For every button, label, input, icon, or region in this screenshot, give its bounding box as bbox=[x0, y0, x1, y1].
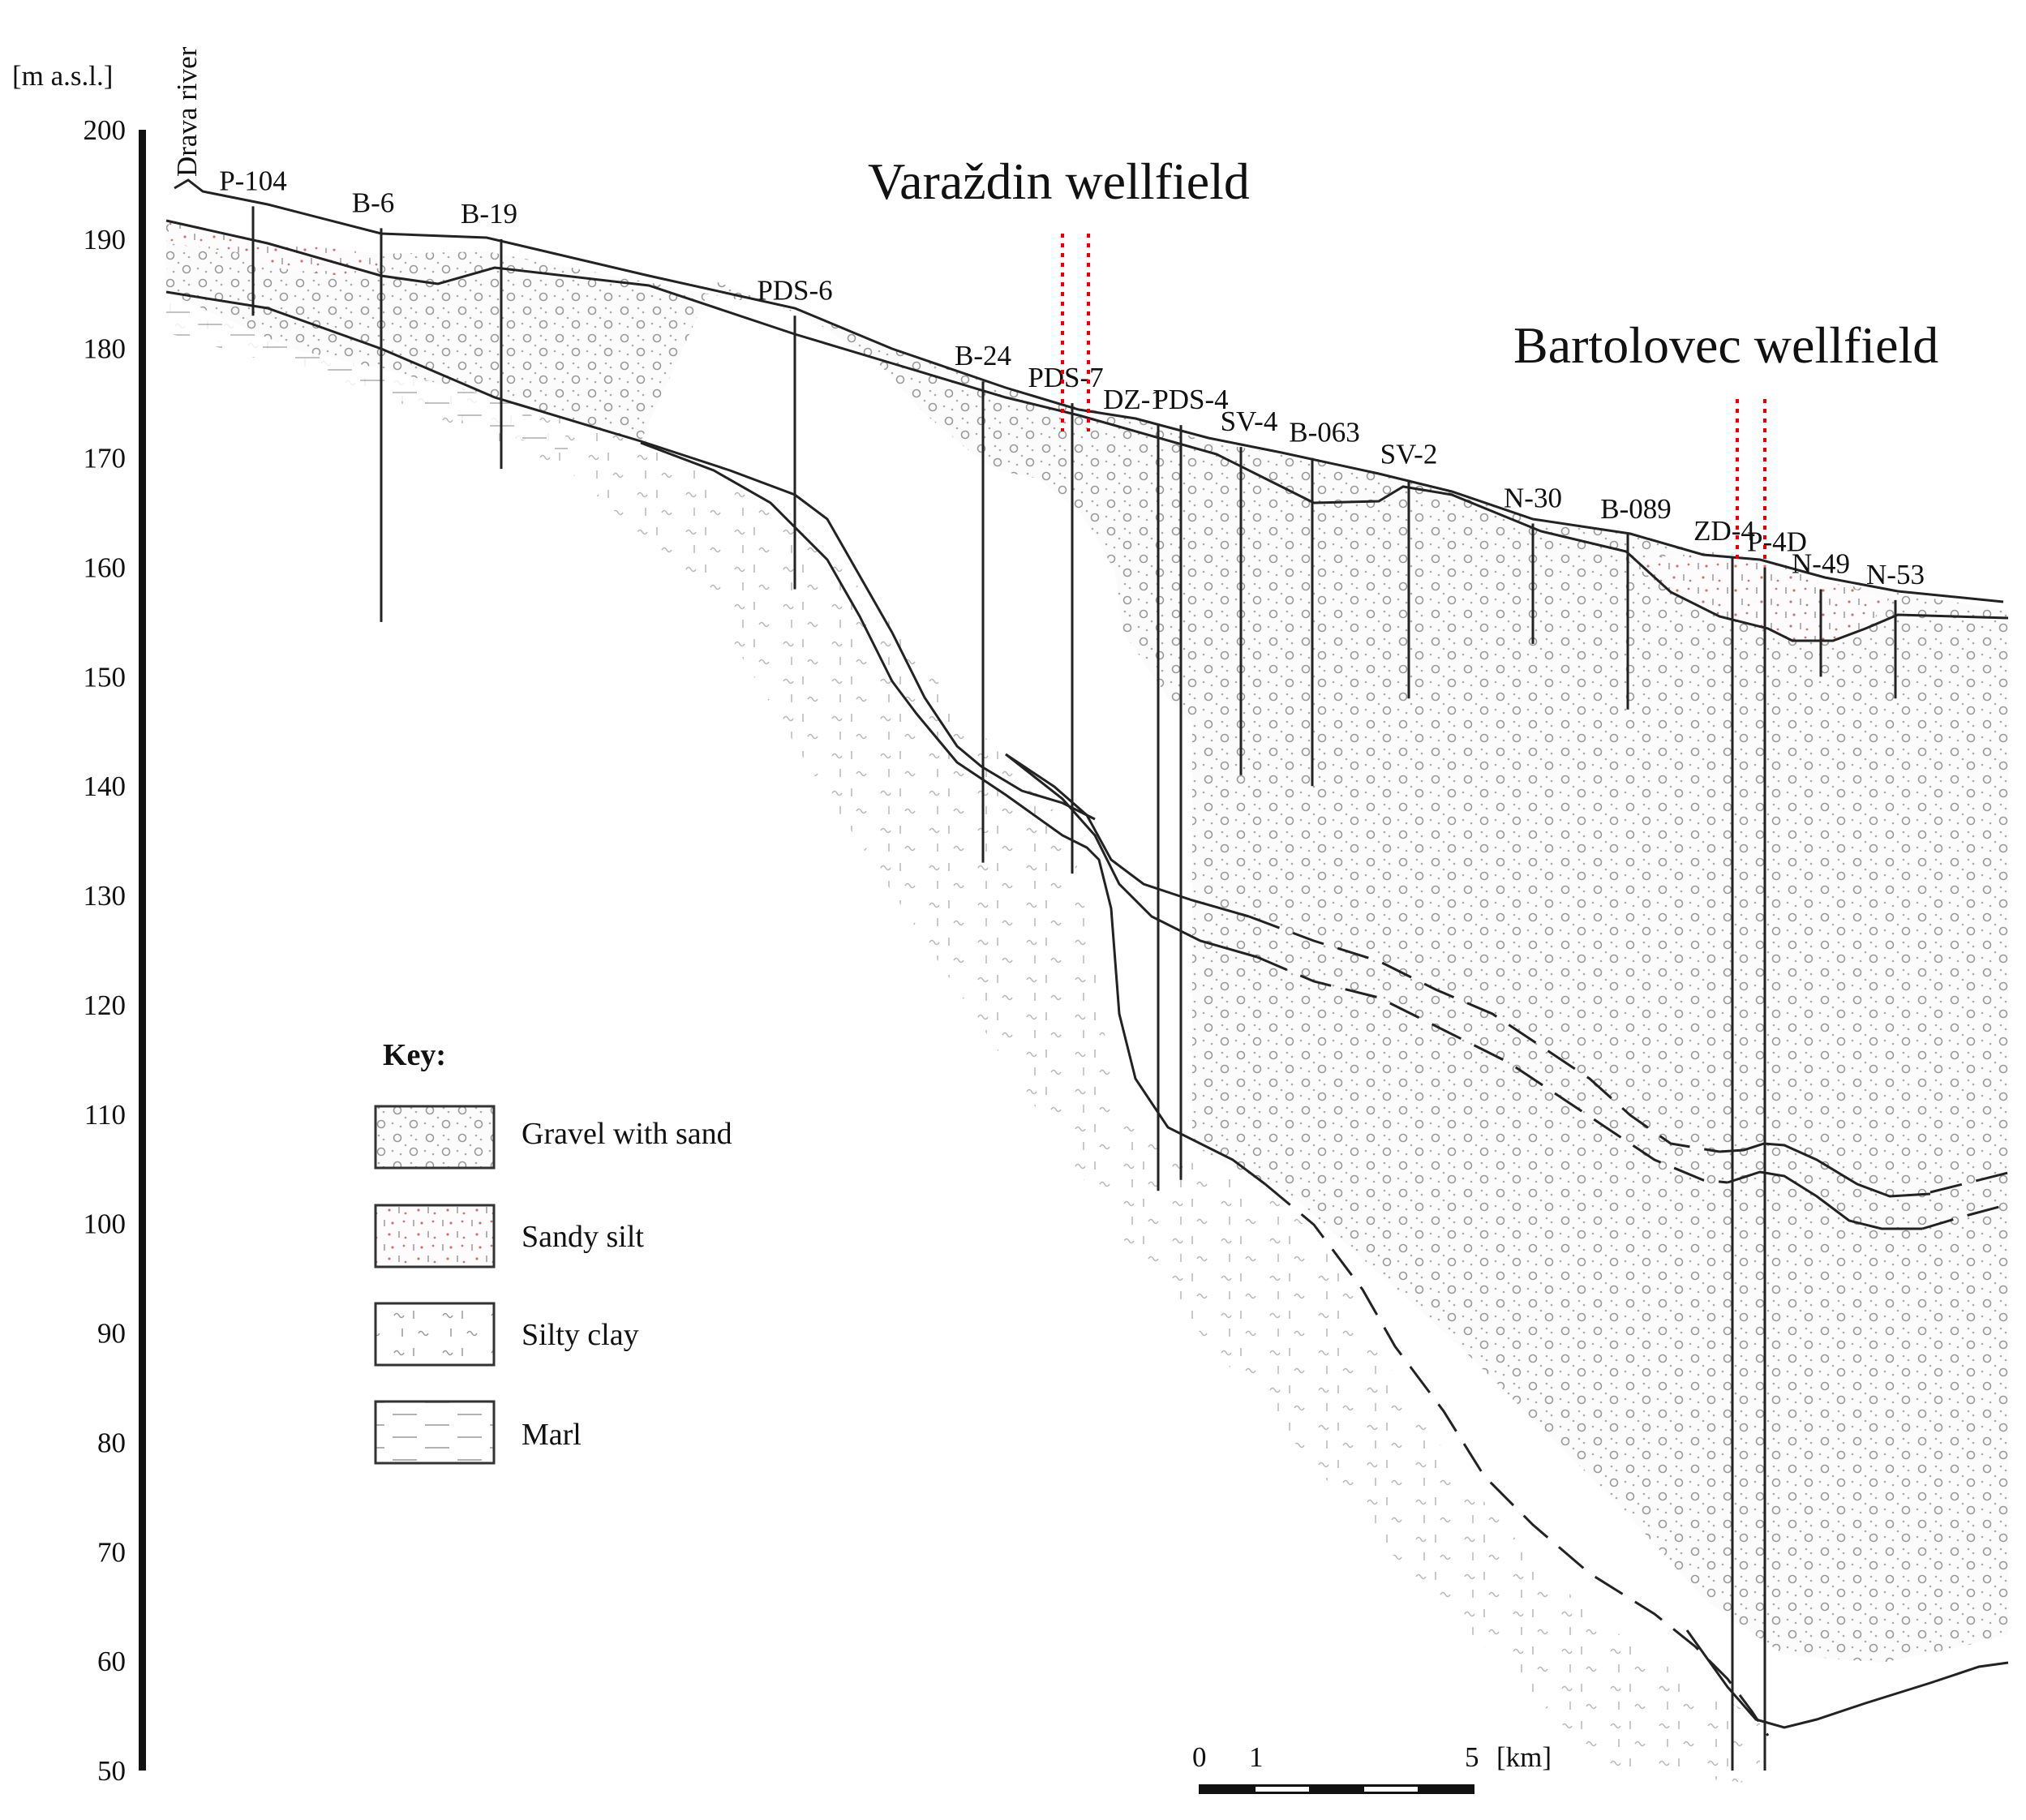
well-label: PDS-4 bbox=[1153, 384, 1228, 415]
well-label: PDS-6 bbox=[757, 274, 832, 306]
axis-tick-label: 80 bbox=[97, 1427, 126, 1458]
varazdin-wellfield-marker bbox=[1061, 234, 1090, 431]
well-label: SV-4 bbox=[1221, 406, 1278, 437]
legend-swatch-silty-clay bbox=[374, 1302, 496, 1367]
well-label: B-063 bbox=[1289, 417, 1360, 449]
scale-bar-segment bbox=[1364, 1787, 1418, 1792]
legend-swatch-marl bbox=[374, 1400, 496, 1465]
well-label: DZ-1 bbox=[1103, 384, 1165, 415]
elevation-axis: 200 190 180 170 160 150 140 130 120 110 100 90 80 70 6… bbox=[84, 114, 146, 1787]
axis-tick-label: 180 bbox=[84, 333, 127, 365]
axis-tick-label: 90 bbox=[97, 1318, 126, 1350]
well-label: N-30 bbox=[1504, 483, 1562, 514]
axis-tick-label: 50 bbox=[97, 1755, 126, 1787]
scale-label-0: 0 bbox=[1192, 1741, 1207, 1773]
gravel-lower-wedge bbox=[1192, 722, 2008, 1663]
gravel-sand-body bbox=[166, 221, 2008, 1268]
legend-label-sandy-silt: Sandy silt bbox=[522, 1220, 644, 1254]
legend-label-gravel: Gravel with sand bbox=[522, 1117, 732, 1151]
axis-tick-label: 170 bbox=[84, 443, 127, 474]
well-label: P-4D bbox=[1747, 526, 1807, 557]
scale-unit-label: [km] bbox=[1496, 1741, 1552, 1773]
varazdin-wellfield-label: Varaždin wellfield bbox=[868, 152, 1250, 210]
lens-upper-dash bbox=[1248, 915, 1720, 1153]
upper-boundary-line bbox=[165, 219, 2009, 642]
gravel-base-upper bbox=[165, 290, 1096, 821]
axis-tick-label: 70 bbox=[97, 1536, 126, 1568]
well-label: SV-2 bbox=[1380, 439, 1438, 470]
scale-bar: 0 1 5 [km] bbox=[1192, 1741, 1552, 1794]
well-label: P-104 bbox=[219, 165, 287, 196]
bartolovec-wellfield-marker bbox=[1736, 399, 1766, 561]
legend-swatch-gravel bbox=[374, 1105, 496, 1170]
legend-title: Key: bbox=[383, 1038, 446, 1072]
axis-tick-label: 110 bbox=[84, 1099, 126, 1131]
scale-label-5: 5 bbox=[1465, 1741, 1479, 1773]
lens-lower-solid bbox=[1005, 753, 1258, 959]
lens-lower-right-dash bbox=[1921, 1203, 2009, 1230]
gravel-base-dashed bbox=[1264, 1183, 1770, 1736]
axis-tick-label: 120 bbox=[84, 989, 127, 1021]
scale-bar-frame bbox=[1199, 1784, 1474, 1794]
axis-tick-label: 190 bbox=[84, 224, 127, 255]
lens-upper-right-dash bbox=[1929, 1171, 2009, 1194]
well-label: PDS-7 bbox=[1028, 362, 1103, 393]
sandy-silt-lens-right bbox=[1626, 552, 1890, 641]
silty-clay-zone bbox=[166, 296, 1760, 1784]
ground-surface-line bbox=[174, 178, 2004, 603]
lens-upper-solid bbox=[1005, 753, 1250, 918]
river-label: Drava river bbox=[171, 46, 203, 177]
lens-lower-dash bbox=[1256, 955, 1728, 1184]
well-label: N-53 bbox=[1866, 559, 1925, 590]
legend: Key: Gravel with sand Sandy silt Silty c… bbox=[374, 1038, 732, 1465]
axis-unit-label: [m a.s.l.] bbox=[12, 60, 113, 92]
bartolovec-wellfield-label: Bartolovec wellfield bbox=[1513, 316, 1938, 374]
gravel-base-main bbox=[640, 441, 1266, 1186]
axis-tick-label: 140 bbox=[84, 770, 127, 802]
well-label: N-49 bbox=[1792, 547, 1850, 579]
sandy-silt-lens-left bbox=[169, 221, 381, 276]
legend-label-marl: Marl bbox=[522, 1418, 582, 1452]
well-label: B-24 bbox=[955, 340, 1011, 371]
legend-label-silty-clay: Silty clay bbox=[522, 1318, 639, 1352]
lens-lower-right bbox=[1727, 1170, 1922, 1230]
axis-bar bbox=[139, 130, 146, 1771]
lens-upper-right bbox=[1719, 1142, 1931, 1198]
axis-tick-label: 130 bbox=[84, 880, 127, 912]
gravel-base-deep bbox=[1685, 1629, 2009, 1729]
well-label: B-6 bbox=[352, 187, 395, 218]
well-label: B-19 bbox=[461, 198, 517, 230]
axis-tick-label: 60 bbox=[97, 1646, 126, 1677]
axis-tick-label: 200 bbox=[84, 114, 127, 146]
axis-tick-label: 100 bbox=[84, 1208, 127, 1240]
axis-tick-label: 150 bbox=[84, 661, 127, 693]
axis-tick-label: 160 bbox=[84, 552, 127, 583]
well-label: ZD-4 bbox=[1693, 515, 1755, 547]
scale-bar-segment bbox=[1256, 1787, 1309, 1792]
legend-swatch-sandy-silt bbox=[374, 1204, 496, 1268]
scale-label-1: 1 bbox=[1249, 1741, 1264, 1773]
well-label: B-089 bbox=[1600, 493, 1672, 525]
